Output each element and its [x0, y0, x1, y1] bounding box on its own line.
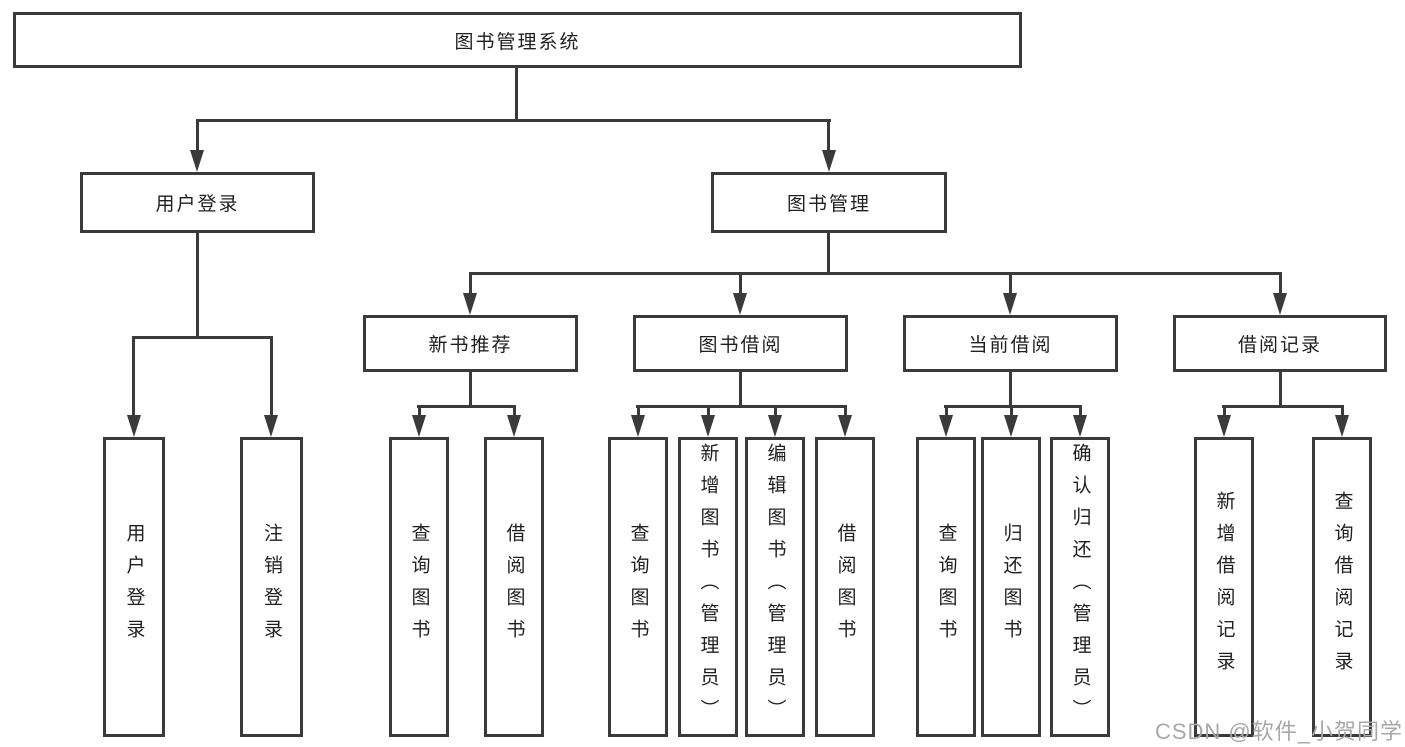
node-label: 新书推荐 [428, 335, 513, 356]
arrow-down-icon [190, 150, 204, 172]
arrow-down-icon [1217, 415, 1231, 437]
arrow-down-icon [838, 415, 852, 437]
connector-vline [1223, 405, 1226, 418]
connector-vline [270, 336, 273, 418]
connector-vline [1079, 405, 1082, 418]
leaf-borrow-books-recommend: 借阅图书 [484, 437, 544, 737]
leaf-label: 用户登录 [123, 523, 145, 651]
connector-hline [469, 272, 1282, 275]
connector-hline [196, 119, 831, 122]
connector-vline [1341, 405, 1344, 418]
leaf-label: 新增借阅记录 [1213, 491, 1235, 683]
connector-hline [132, 336, 273, 339]
connector-vline [1009, 272, 1012, 296]
node-label: 当前借阅 [968, 335, 1053, 356]
arrow-down-icon [768, 415, 782, 437]
leaf-label: 确认归还（管理员） [1069, 443, 1091, 731]
connector-vline [469, 272, 472, 296]
connector-vline [707, 405, 710, 418]
connector-vline [132, 336, 135, 418]
node-current-borrowing: 当前借阅 [903, 315, 1118, 372]
arrow-down-icon [127, 415, 141, 437]
leaf-user-login: 用户登录 [103, 437, 165, 737]
connector-vline [469, 372, 472, 407]
arrow-down-icon [701, 415, 715, 437]
leaf-query-books-recommend: 查询图书 [389, 437, 449, 737]
leaf-edit-books-admin: 编辑图书（管理员） [745, 437, 805, 737]
connector-vline [827, 119, 830, 152]
node-book-borrowing: 图书借阅 [633, 315, 848, 372]
leaf-label: 注销登录 [261, 523, 282, 651]
leaf-borrow-books: 借阅图书 [815, 437, 875, 737]
connector-vline [1009, 372, 1012, 407]
connector-vline [515, 68, 518, 121]
arrow-down-icon [939, 415, 953, 437]
arrow-down-icon [1003, 293, 1017, 315]
connector-vline [637, 405, 640, 418]
arrow-down-icon [1273, 293, 1287, 315]
connector-vline [196, 119, 199, 152]
connector-hline [417, 405, 516, 408]
leaf-label: 编辑图书（管理员） [764, 443, 786, 731]
leaf-query-borrow-record: 查询借阅记录 [1312, 437, 1372, 737]
watermark: CSDN @软件_小贺同学 [1154, 719, 1403, 744]
node-library-management-system: 图书管理系统 [13, 12, 1022, 68]
arrow-down-icon [463, 293, 477, 315]
connector-vline [196, 233, 199, 338]
node-label: 图书管理 [786, 194, 871, 215]
connector-vline [945, 405, 948, 418]
leaf-label: 查询图书 [627, 523, 649, 651]
leaf-label: 查询图书 [408, 523, 430, 651]
arrow-down-icon [1335, 415, 1349, 437]
arrow-down-icon [631, 415, 645, 437]
connector-vline [513, 405, 516, 418]
node-book-management: 图书管理 [711, 172, 947, 233]
connector-vline [1279, 372, 1282, 407]
leaf-label: 借阅图书 [503, 523, 525, 651]
arrow-down-icon [822, 150, 836, 172]
leaf-add-borrow-record: 新增借阅记录 [1194, 437, 1254, 737]
connector-hline [636, 405, 847, 408]
leaf-label: 归还图书 [1000, 523, 1022, 651]
connector-vline [418, 405, 421, 418]
leaf-label: 查询图书 [935, 523, 957, 651]
connector-vline [844, 405, 847, 418]
node-new-book-recommend: 新书推荐 [363, 315, 578, 372]
arrow-down-icon [1004, 415, 1018, 437]
arrow-down-icon [733, 293, 747, 315]
leaf-query-books-borrowing: 查询图书 [608, 437, 668, 737]
node-borrowing-records: 借阅记录 [1173, 315, 1387, 372]
node-label: 图书管理系统 [454, 31, 581, 53]
leaf-confirm-return-admin: 确认归还（管理员） [1050, 437, 1110, 737]
connector-vline [739, 272, 742, 296]
leaf-label: 查询借阅记录 [1331, 491, 1353, 683]
leaf-label: 借阅图书 [834, 523, 856, 651]
node-label: 借阅记录 [1237, 335, 1322, 356]
leaf-query-books-current: 查询图书 [916, 437, 976, 737]
connector-vline [827, 233, 830, 274]
leaf-return-books: 归还图书 [981, 437, 1041, 737]
connector-vline [774, 405, 777, 418]
leaf-add-books-admin: 新增图书（管理员） [678, 437, 738, 737]
connector-vline [1279, 272, 1282, 296]
connector-vline [1010, 405, 1013, 418]
node-label: 用户登录 [155, 194, 240, 215]
arrow-down-icon [1073, 415, 1087, 437]
arrow-down-icon [507, 415, 521, 437]
leaf-logout: 注销登录 [240, 437, 303, 737]
connector-hline [1222, 405, 1344, 408]
arrow-down-icon [412, 415, 426, 437]
leaf-label: 新增图书（管理员） [697, 443, 719, 731]
node-label: 图书借阅 [698, 335, 783, 356]
connector-hline [944, 405, 1082, 408]
connector-vline [739, 372, 742, 407]
node-user-login: 用户登录 [80, 172, 315, 233]
arrow-down-icon [264, 415, 278, 437]
